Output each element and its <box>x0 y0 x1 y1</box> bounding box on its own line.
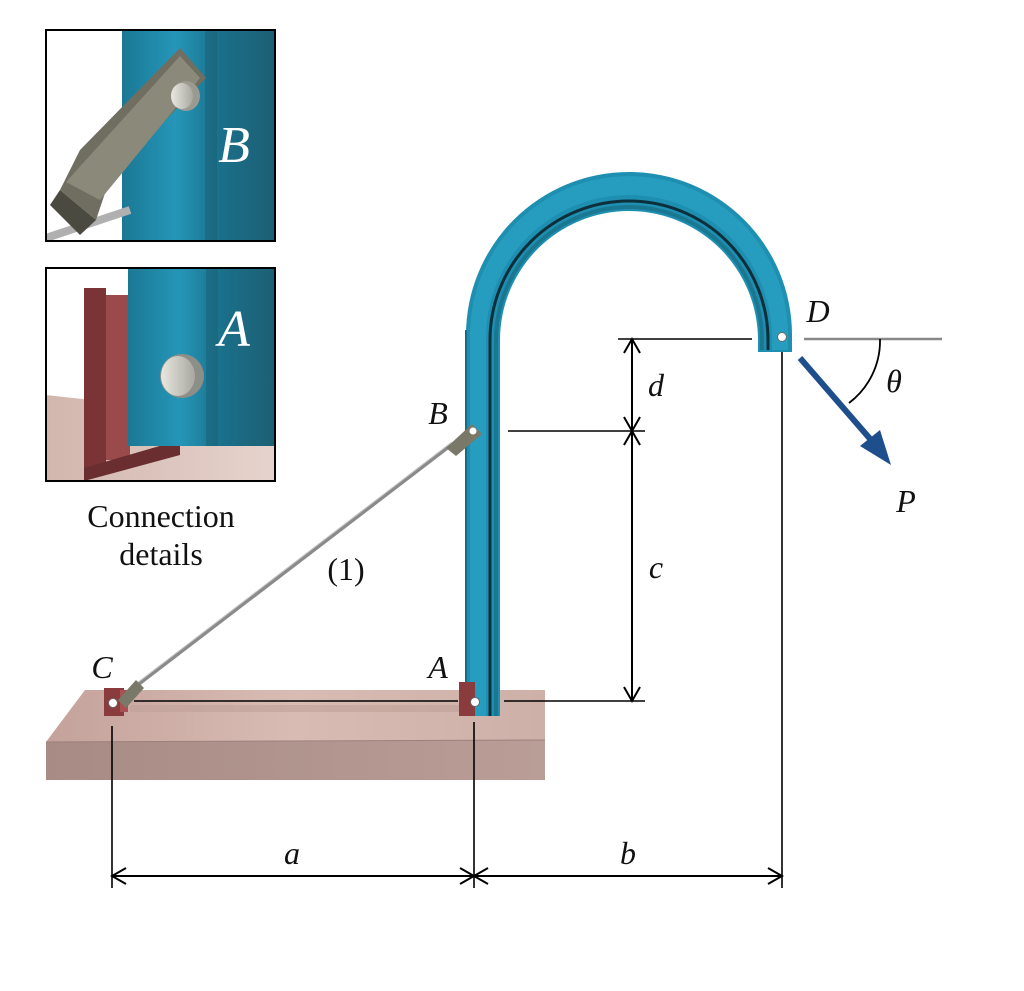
load-arrow-p <box>797 356 891 465</box>
inset-a: A <box>45 267 276 482</box>
label-theta: θ <box>886 363 902 399</box>
rod-1 <box>118 424 482 708</box>
label-point-a: A <box>426 649 448 685</box>
curved-frame <box>465 172 792 716</box>
label-point-c: C <box>91 649 113 685</box>
pin-b <box>469 427 477 435</box>
label-dim-a: a <box>284 835 300 871</box>
inset-a-pin <box>160 354 204 398</box>
label-point-d: D <box>805 293 829 329</box>
inset-a-bracket <box>84 288 106 468</box>
label-load-p: P <box>895 483 916 519</box>
pin-a <box>470 697 480 707</box>
pin-d <box>777 332 787 342</box>
label-point-b: B <box>428 395 448 431</box>
support-a <box>459 682 480 716</box>
inset-a-label: A <box>215 301 250 358</box>
inset-b-label: B <box>218 117 250 174</box>
base-plate <box>45 690 546 780</box>
pin-c <box>108 698 118 708</box>
label-dim-c: c <box>649 549 663 585</box>
inset-b-pin <box>171 81 200 111</box>
caption-line-2: details <box>119 536 203 572</box>
inset-b: B <box>45 29 276 242</box>
label-member-1: (1) <box>327 551 364 587</box>
label-dim-d: d <box>648 367 665 403</box>
inset-b-clevis <box>50 48 206 235</box>
dimension-lines <box>109 336 942 888</box>
inset-a-column <box>128 268 275 446</box>
theta-arc <box>848 338 881 404</box>
caption-line-1: Connection <box>87 498 235 534</box>
label-dim-b: b <box>620 835 636 871</box>
